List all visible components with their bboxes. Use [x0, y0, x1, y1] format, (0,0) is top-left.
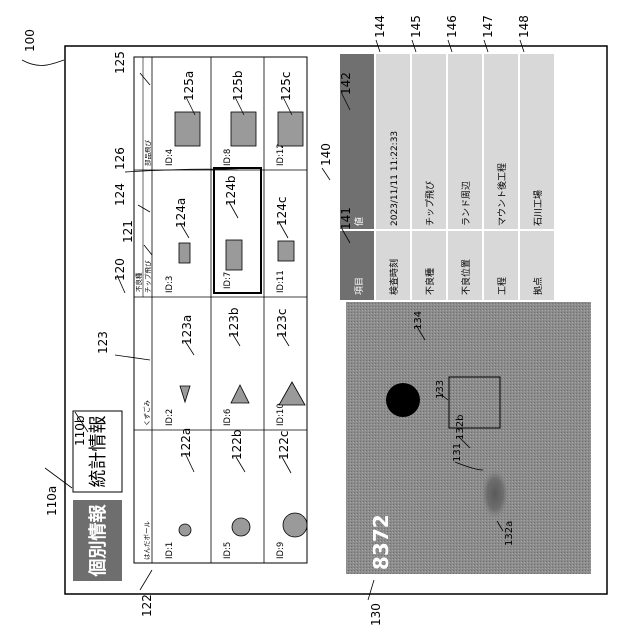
cell-id: ID:12	[276, 143, 286, 166]
ref-label: 123a	[180, 315, 194, 345]
detail-row-value: マウント後工程	[496, 163, 508, 226]
ref-label: 123b	[227, 307, 241, 338]
ref-label: 125c	[279, 71, 293, 101]
ref-label: 145	[409, 15, 423, 38]
ref-label: 148	[517, 15, 531, 38]
ref-label: 124c	[275, 196, 289, 226]
defect-shape-rect	[175, 112, 200, 146]
ref-label: 123c	[275, 308, 289, 338]
ref-label: 122	[140, 594, 154, 617]
ref-label: 124a	[174, 198, 188, 228]
ref-label: 121	[121, 220, 135, 243]
cell-id: ID:8	[223, 149, 233, 166]
ref-label: 122c	[277, 430, 291, 460]
detail-row-item: 不良種	[424, 268, 436, 295]
defect-group-label: 不良種	[134, 272, 143, 292]
ref-label: 125b	[231, 70, 245, 101]
detail-row-item: 不良位置	[460, 259, 472, 295]
cell-id: ID:11	[276, 270, 286, 293]
detail-row-value: ランド周辺	[461, 181, 472, 226]
ref-label: 132a	[504, 521, 515, 546]
defect-shape-circle	[232, 518, 250, 536]
defect-shape-rect	[278, 241, 294, 261]
detail-row-item: 検査時刻	[388, 259, 400, 295]
cell-id: ID:10	[276, 403, 286, 426]
ref-label: 125a	[182, 71, 196, 101]
defect-shape-circle	[283, 513, 307, 537]
ref-label: 123	[96, 331, 110, 354]
ref-label: 144	[373, 15, 387, 38]
cell-id: ID:9	[276, 542, 286, 559]
ref-label: 130	[369, 603, 383, 626]
screen-rotated: 個別情報 統計情報 不良種 はんだボール くずごみ チップ飛び 部品飛び ID:…	[65, 46, 607, 594]
ref-label: 126	[113, 147, 127, 170]
ref-label: 132b	[455, 415, 466, 440]
col-header-chip-fly: チップ飛び	[144, 260, 152, 293]
detail-row-value: 石川工場	[532, 190, 544, 226]
col-header-solder-ball: はんだボール	[143, 521, 151, 561]
col-header-part-fly: 部品飛び	[143, 140, 152, 167]
ref-label: 147	[481, 15, 495, 38]
ref-label: 134	[413, 311, 424, 330]
ref-label: 124b	[224, 175, 238, 206]
ref-label: 122b	[230, 429, 244, 460]
cell-id: ID:5	[223, 542, 233, 559]
cell-id: ID:6	[223, 409, 233, 426]
ref-label: 125	[113, 51, 127, 74]
ref-label: 110b	[73, 415, 87, 446]
tab-statistics-label: 統計情報	[88, 416, 109, 488]
defect-shape-rect	[226, 240, 242, 270]
image-counter: 8372	[369, 514, 393, 570]
cell-id: ID:1	[165, 542, 175, 559]
detail-header-value: 値	[353, 217, 365, 226]
detail-table: 項目 値 検査時刻 2023/11/11 11:22:33 不良種 チップ飛び …	[340, 54, 554, 300]
ref-label: 140	[319, 143, 333, 166]
tab-individual-label: 個別情報	[87, 504, 109, 578]
detail-header-item: 項目	[354, 277, 365, 295]
defect-shape-rect	[231, 112, 256, 146]
image-panel: 8372	[346, 302, 591, 574]
detail-row-value: チップ飛び	[425, 181, 436, 226]
cell-id: ID:7	[223, 272, 233, 289]
defect-shape-rect	[278, 112, 303, 146]
cell-id: ID:3	[165, 276, 175, 293]
ref-label: 122a	[179, 428, 193, 458]
ref-label: 110a	[45, 486, 59, 516]
cell-id: ID:2	[165, 409, 175, 426]
ref-label: 100	[23, 29, 37, 52]
ref-label: 124	[113, 183, 127, 206]
defect-blob	[481, 468, 509, 520]
ref-label: 131	[452, 443, 463, 462]
ref-label: 120	[113, 258, 127, 281]
cell-id: ID:4	[165, 149, 175, 166]
ref-label: 142	[339, 72, 353, 95]
ref-label: 133	[435, 380, 446, 399]
ref-label: 146	[445, 15, 459, 38]
defect-shape-rect	[179, 243, 190, 263]
detail-row-item: 拠点	[532, 277, 544, 295]
detail-row-item: 工程	[497, 277, 508, 295]
col-header-debris: くずごみ	[142, 400, 151, 427]
detail-row-value: 2023/11/11 11:22:33	[390, 131, 400, 226]
defect-dark-circle[interactable]	[386, 383, 420, 417]
defect-shape-circle	[179, 524, 191, 536]
ref-label: 141	[339, 207, 353, 230]
